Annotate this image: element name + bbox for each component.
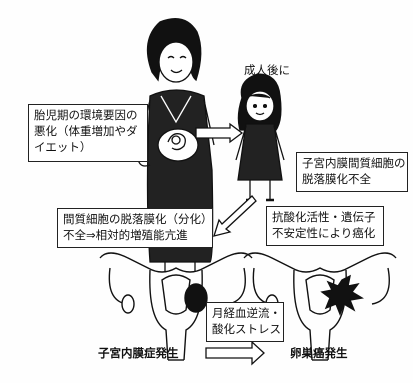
fetal-environment-line-3: イエット） xyxy=(34,140,92,154)
antioxidant-activity-line-1: 抗酸化活性・遺伝子 xyxy=(272,210,376,224)
after-adult-label: 成人後に xyxy=(244,63,290,77)
decidual-failure-line-2: 脱落膜化不全 xyxy=(302,172,371,186)
fetal-environment-box: 胎児期の環境要因の 悪化（体重増加やダ イエット） xyxy=(28,104,148,162)
stromal-decidualization-box: 間質細胞の脱落膜化（分化） 不全⇒相対的増殖能亢進 xyxy=(57,208,213,248)
fetal-environment-line-2: 悪化（体重増加やダ xyxy=(34,124,138,138)
retrograde-menstruation-box: 月経血逆流・ 酸化ストレス xyxy=(206,302,284,342)
retrograde-menstruation-line-1: 月経血逆流・ xyxy=(212,306,281,320)
uterus-left-illustration xyxy=(99,252,253,361)
uterus-right-illustration xyxy=(243,252,397,361)
fetal-environment-line-1: 胎児期の環境要因の xyxy=(34,108,138,122)
decidual-failure-box: 子宮内膜間質細胞の 脱落膜化不全 xyxy=(296,152,408,192)
arrow-girl-to-stromal xyxy=(213,195,257,237)
ovarian-cancer-label: 卵巣癌発生 xyxy=(290,346,348,360)
girl-illustration xyxy=(235,73,285,202)
stromal-decidualization-line-1: 間質細胞の脱落膜化（分化） xyxy=(63,212,213,226)
arrow-mother-to-girl xyxy=(195,122,244,144)
arrow-endometriosis-to-cancer xyxy=(205,340,265,366)
stromal-decidualization-line-2: 不全⇒相対的増殖能亢進 xyxy=(63,228,188,242)
antioxidant-activity-line-2: 不安定性により癌化 xyxy=(272,226,376,240)
endometriosis-label: 子宮内膜症発生 xyxy=(98,346,179,360)
decidual-failure-line-1: 子宮内膜間質細胞の xyxy=(302,156,406,170)
antioxidant-activity-box: 抗酸化活性・遺伝子 不安定性により癌化 xyxy=(266,206,384,246)
retrograde-menstruation-line-2: 酸化ストレス xyxy=(212,322,281,336)
